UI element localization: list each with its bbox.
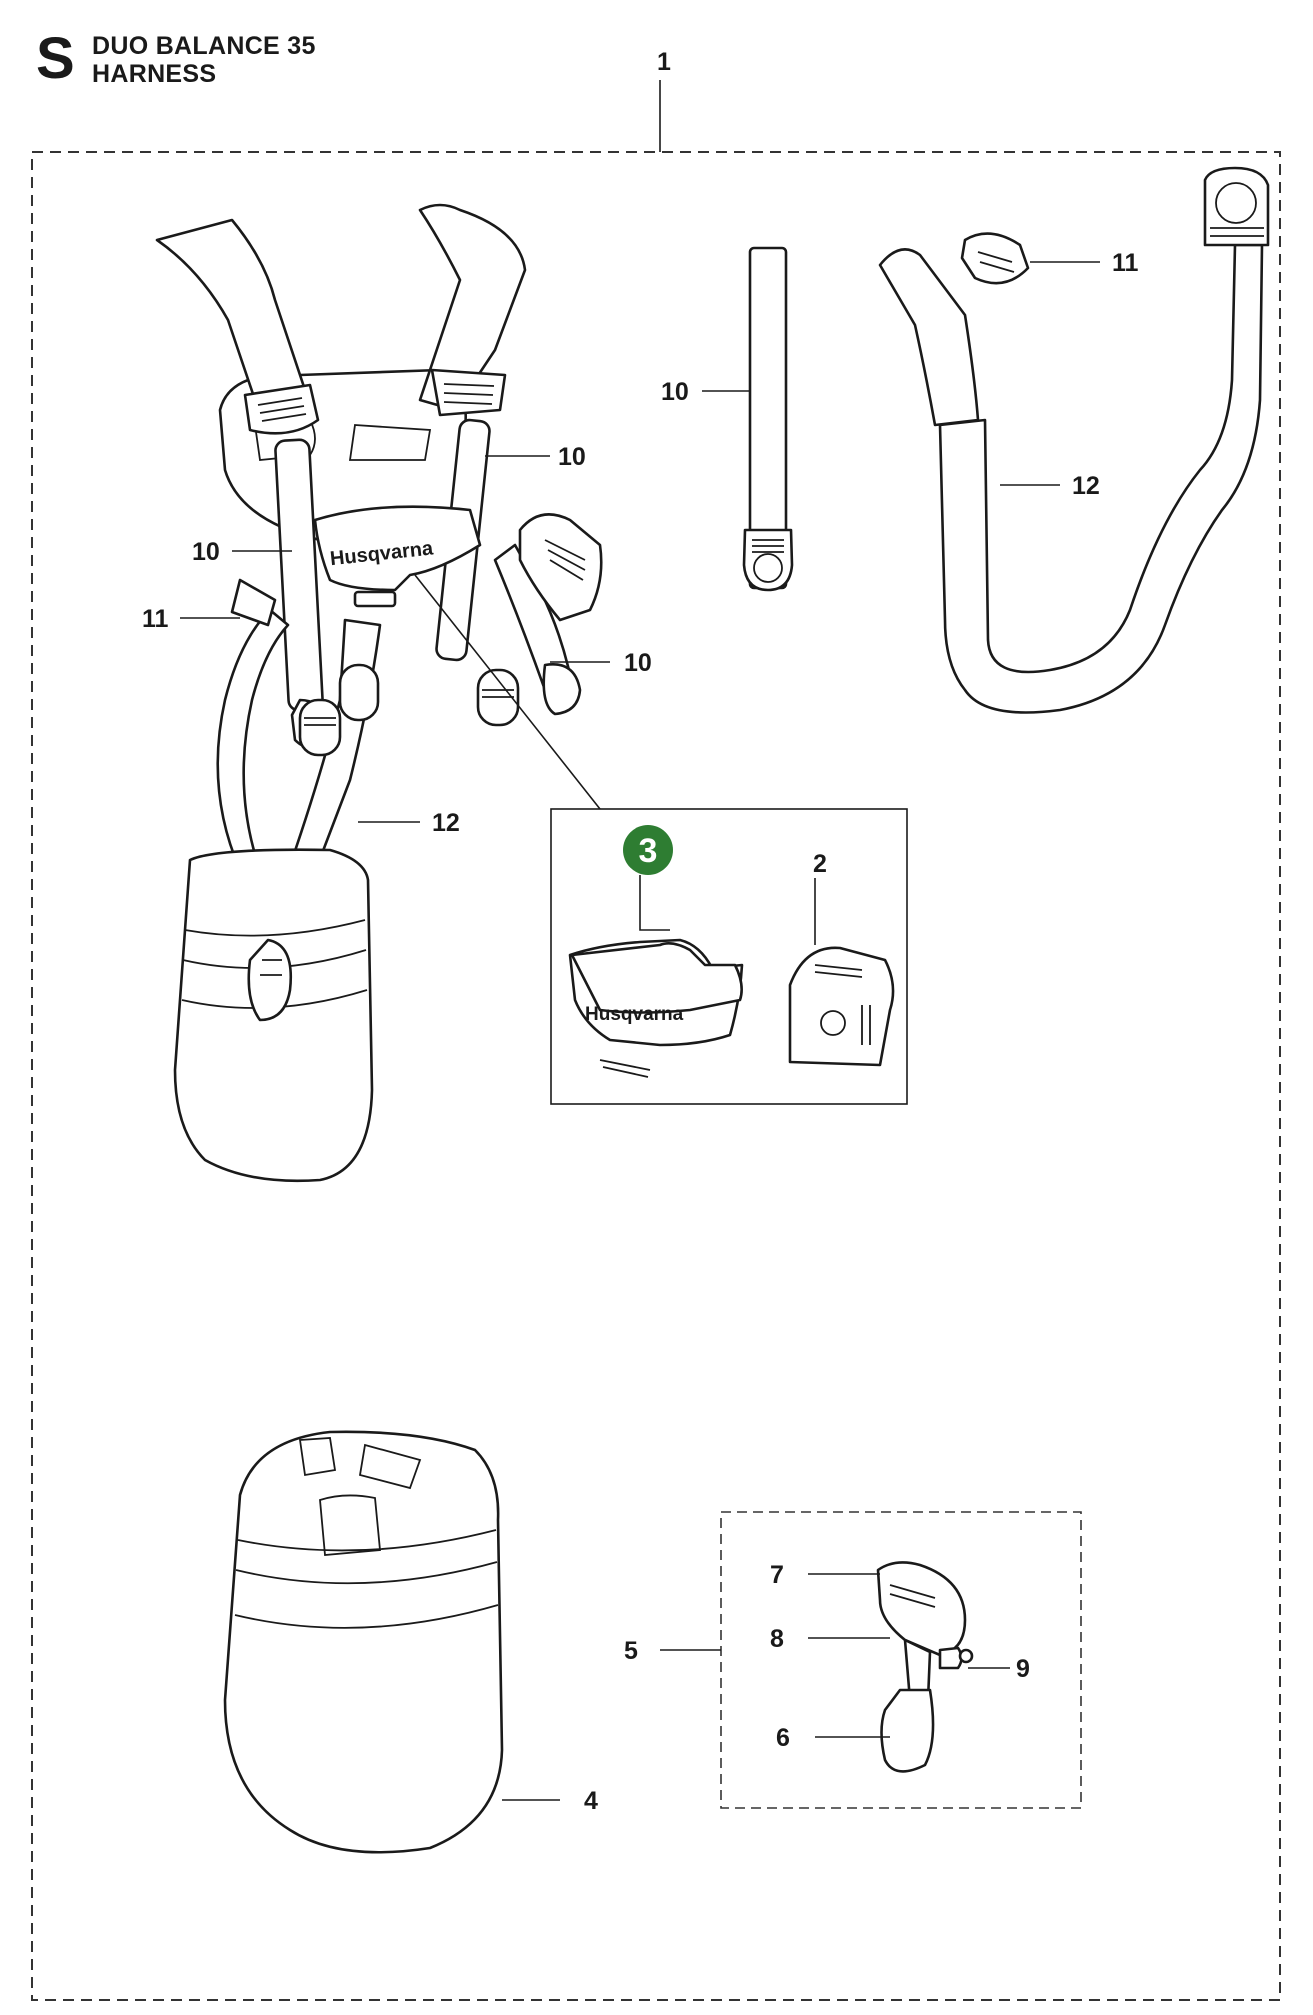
callout-4: 4 xyxy=(584,1787,598,1815)
canister-part xyxy=(223,1430,504,1854)
harness-assembly: Husqvarna xyxy=(155,203,603,1183)
callout-10-loose-strap: 10 xyxy=(661,378,689,406)
callout-3-label: 3 xyxy=(639,832,658,870)
callout-10-back-left: 10 xyxy=(192,538,220,566)
chest-plate-subassembly: Husqvarna 3 xyxy=(550,808,908,1105)
callout-badge-3 xyxy=(623,825,673,875)
callout-5: 5 xyxy=(624,1637,638,1665)
callout-9: 9 xyxy=(1016,1655,1030,1683)
loose-strap-part xyxy=(742,246,794,592)
clip-subassembly xyxy=(720,1511,1082,1809)
section-letter: S xyxy=(36,26,75,91)
callout-10-back-right: 10 xyxy=(624,649,652,677)
group-name: HARNESS xyxy=(92,60,217,88)
subassembly-logo: Husqvarna xyxy=(585,1004,684,1025)
callout-11-buckle: 11 xyxy=(1112,249,1139,277)
callout-8: 8 xyxy=(770,1625,784,1653)
model-name: DUO BALANCE 35 xyxy=(92,32,316,60)
callout-2: 2 xyxy=(813,850,827,878)
callout-6: 6 xyxy=(776,1724,790,1752)
callout-12-harness: 12 xyxy=(432,809,460,837)
callout-1: 1 xyxy=(657,48,671,76)
callout-11-harness: 11 xyxy=(142,605,169,633)
buckle-part xyxy=(960,232,1030,285)
callout-10-strap-right: 10 xyxy=(558,443,586,471)
callout-12-loose: 12 xyxy=(1072,472,1100,500)
long-strap-part xyxy=(878,166,1270,714)
callout-7: 7 xyxy=(770,1561,784,1589)
